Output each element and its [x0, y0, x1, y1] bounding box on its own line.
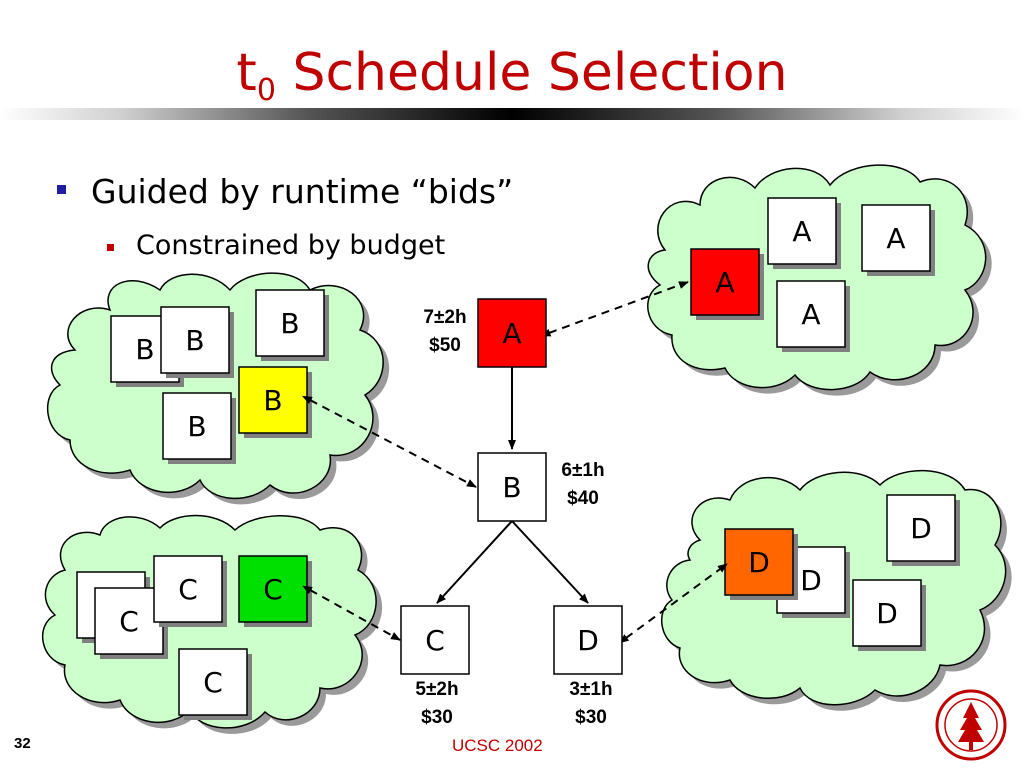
bullet-text: Guided by runtime “bids”	[91, 172, 514, 211]
resource-node-label: B	[280, 307, 299, 340]
resource-node-label: A	[715, 266, 734, 299]
resource-node-box	[94, 587, 164, 655]
bid-arrow-a	[540, 281, 689, 337]
resource-node-box	[690, 248, 760, 316]
bid-arrows	[302, 281, 728, 644]
bid-arrow-d	[618, 563, 728, 644]
title-text: Schedule Selection	[292, 43, 788, 103]
resource-node-label: C	[119, 605, 139, 638]
task-time-estimate: 5±2h	[415, 679, 458, 700]
resource-node-label: D	[910, 512, 932, 545]
sub-bullet-text: Constrained by budget	[136, 230, 446, 261]
university-seal-icon	[935, 689, 1007, 761]
footer-text: UCSC 2002	[452, 736, 543, 755]
task-cost: $30	[421, 707, 453, 728]
task-node-box	[477, 452, 547, 522]
task-node-label: D	[577, 624, 599, 657]
resource-node-c: C	[178, 648, 252, 720]
task-time-estimate: 6±1h	[561, 460, 604, 481]
resource-node-box	[852, 579, 922, 647]
task-time-estimate: 7±2h	[423, 307, 466, 328]
resource-node-d-selected: D	[724, 528, 798, 600]
task-cost: $40	[567, 488, 599, 509]
resource-node-box	[160, 306, 230, 374]
resource-node-label: D	[748, 546, 770, 579]
resource-node-label: B	[263, 384, 282, 417]
resource-node-label: A	[886, 222, 905, 255]
resource-node-box	[861, 204, 931, 272]
resource-node-b-selected: B	[238, 366, 312, 438]
resource-node-a: A	[861, 204, 935, 276]
task-node-label: A	[502, 317, 521, 350]
resource-node-box	[255, 289, 325, 357]
resource-node-box	[238, 555, 308, 623]
resource-node-box	[886, 494, 956, 562]
resource-node-box	[238, 366, 308, 434]
resource-node-a-selected: A	[690, 248, 764, 320]
task-edges	[436, 367, 589, 604]
resource-node-label: A	[801, 298, 820, 331]
resource-node-label: C	[263, 573, 283, 606]
resource-node-a: A	[767, 197, 841, 269]
task-node-d: D 3±1h $30	[553, 605, 623, 728]
resource-node-box	[724, 528, 794, 596]
task-node-box	[400, 605, 470, 675]
resource-node-label: C	[178, 573, 198, 606]
task-node-c: C 5±2h $30	[400, 605, 470, 728]
task-time-estimate: 3±1h	[569, 679, 612, 700]
bid-arrow-c	[302, 585, 401, 641]
resource-node-b: B	[255, 289, 329, 361]
resource-node-box	[776, 280, 846, 348]
bullet-square-icon	[57, 185, 66, 194]
resource-node-label: B	[187, 410, 206, 443]
edge-b-d	[511, 520, 589, 604]
resource-node-box	[162, 392, 232, 460]
edge-b-c	[436, 520, 513, 604]
resource-node-label: B	[135, 333, 154, 366]
task-cost: $50	[429, 335, 461, 356]
resource-node-box	[767, 197, 837, 265]
task-node-box	[553, 605, 623, 675]
resource-node-label: D	[876, 597, 898, 630]
task-node-a: A 7±2h $50	[423, 298, 547, 368]
resource-node-label: B	[185, 324, 204, 357]
title-subscript: 0	[256, 73, 276, 108]
task-node-b: B 6±1h $40	[477, 452, 605, 522]
sub-bullet-square-icon	[107, 244, 114, 251]
resource-node-box	[178, 648, 248, 716]
title-letter: t	[236, 43, 257, 103]
task-node-label: C	[425, 624, 445, 657]
resource-node-box	[153, 555, 223, 623]
task-node-box	[477, 298, 547, 368]
resource-node-b: B	[160, 306, 234, 378]
resource-node-d: D	[852, 579, 926, 651]
bid-arrow-b	[302, 395, 477, 488]
resource-node-label: C	[203, 666, 223, 699]
title-divider	[0, 108, 1024, 120]
resource-node-a: A	[776, 280, 850, 352]
resource-node-label: D	[800, 564, 822, 597]
task-node-label: B	[502, 471, 521, 504]
resource-node-b: B	[162, 392, 236, 464]
resource-node-c: C	[153, 555, 227, 627]
resource-node-c-selected: C	[238, 555, 312, 627]
slide-title: t0 Schedule Selection	[0, 38, 1024, 108]
slide-number: 32	[14, 735, 31, 752]
resource-node-label: A	[792, 215, 811, 248]
resource-node-d: D	[886, 494, 960, 566]
task-cost: $30	[575, 707, 607, 728]
